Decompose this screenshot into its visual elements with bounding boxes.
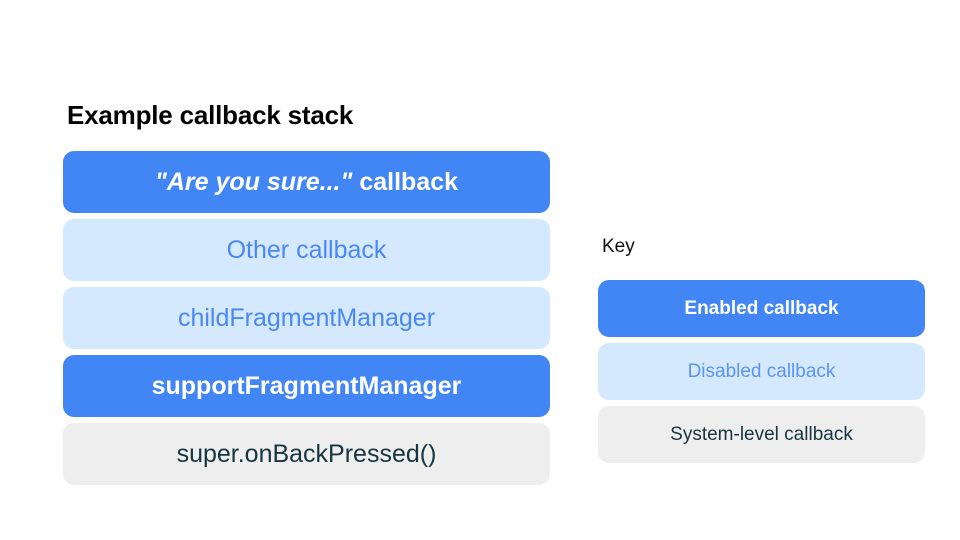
callback-stack-panel: Example callback stack "Are you sure..."…	[63, 100, 550, 485]
stack-row-label: super.onBackPressed()	[176, 440, 437, 468]
stack-row-are-you-sure-callback: "Are you sure..." callback	[63, 151, 550, 213]
stack-row-label: childFragmentManager	[177, 304, 436, 332]
stack-row-child-fragment-manager: childFragmentManager	[63, 287, 550, 349]
key-row-label: Enabled callback	[684, 297, 839, 319]
stack-row-label-quoted: "Are you sure..."	[154, 168, 353, 196]
stack-row-label: Other callback	[226, 236, 387, 264]
key-row-system-level-callback: System-level callback	[598, 406, 925, 463]
key-row-label: Disabled callback	[687, 360, 836, 382]
page-title: Example callback stack	[67, 100, 354, 130]
key-title: Key	[602, 236, 635, 257]
stack-row-label-plain: callback	[352, 168, 459, 196]
stack-row-super-on-back-pressed: super.onBackPressed()	[63, 423, 550, 485]
key-row-enabled-callback: Enabled callback	[598, 280, 925, 337]
key-row-label: System-level callback	[670, 423, 853, 445]
stack-row-label: supportFragmentManager	[151, 372, 462, 400]
stack-row-label: "Are you sure..." callback	[155, 168, 458, 196]
key-row-disabled-callback: Disabled callback	[598, 343, 925, 400]
key-legend-panel: Key Enabled callback Disabled callback S…	[598, 236, 925, 463]
callback-stack-list: "Are you sure..." callback Other callbac…	[63, 151, 550, 485]
stack-row-other-callback: Other callback	[63, 219, 550, 281]
key-legend-list: Enabled callback Disabled callback Syste…	[598, 280, 925, 463]
stack-row-support-fragment-manager: supportFragmentManager	[63, 355, 550, 417]
